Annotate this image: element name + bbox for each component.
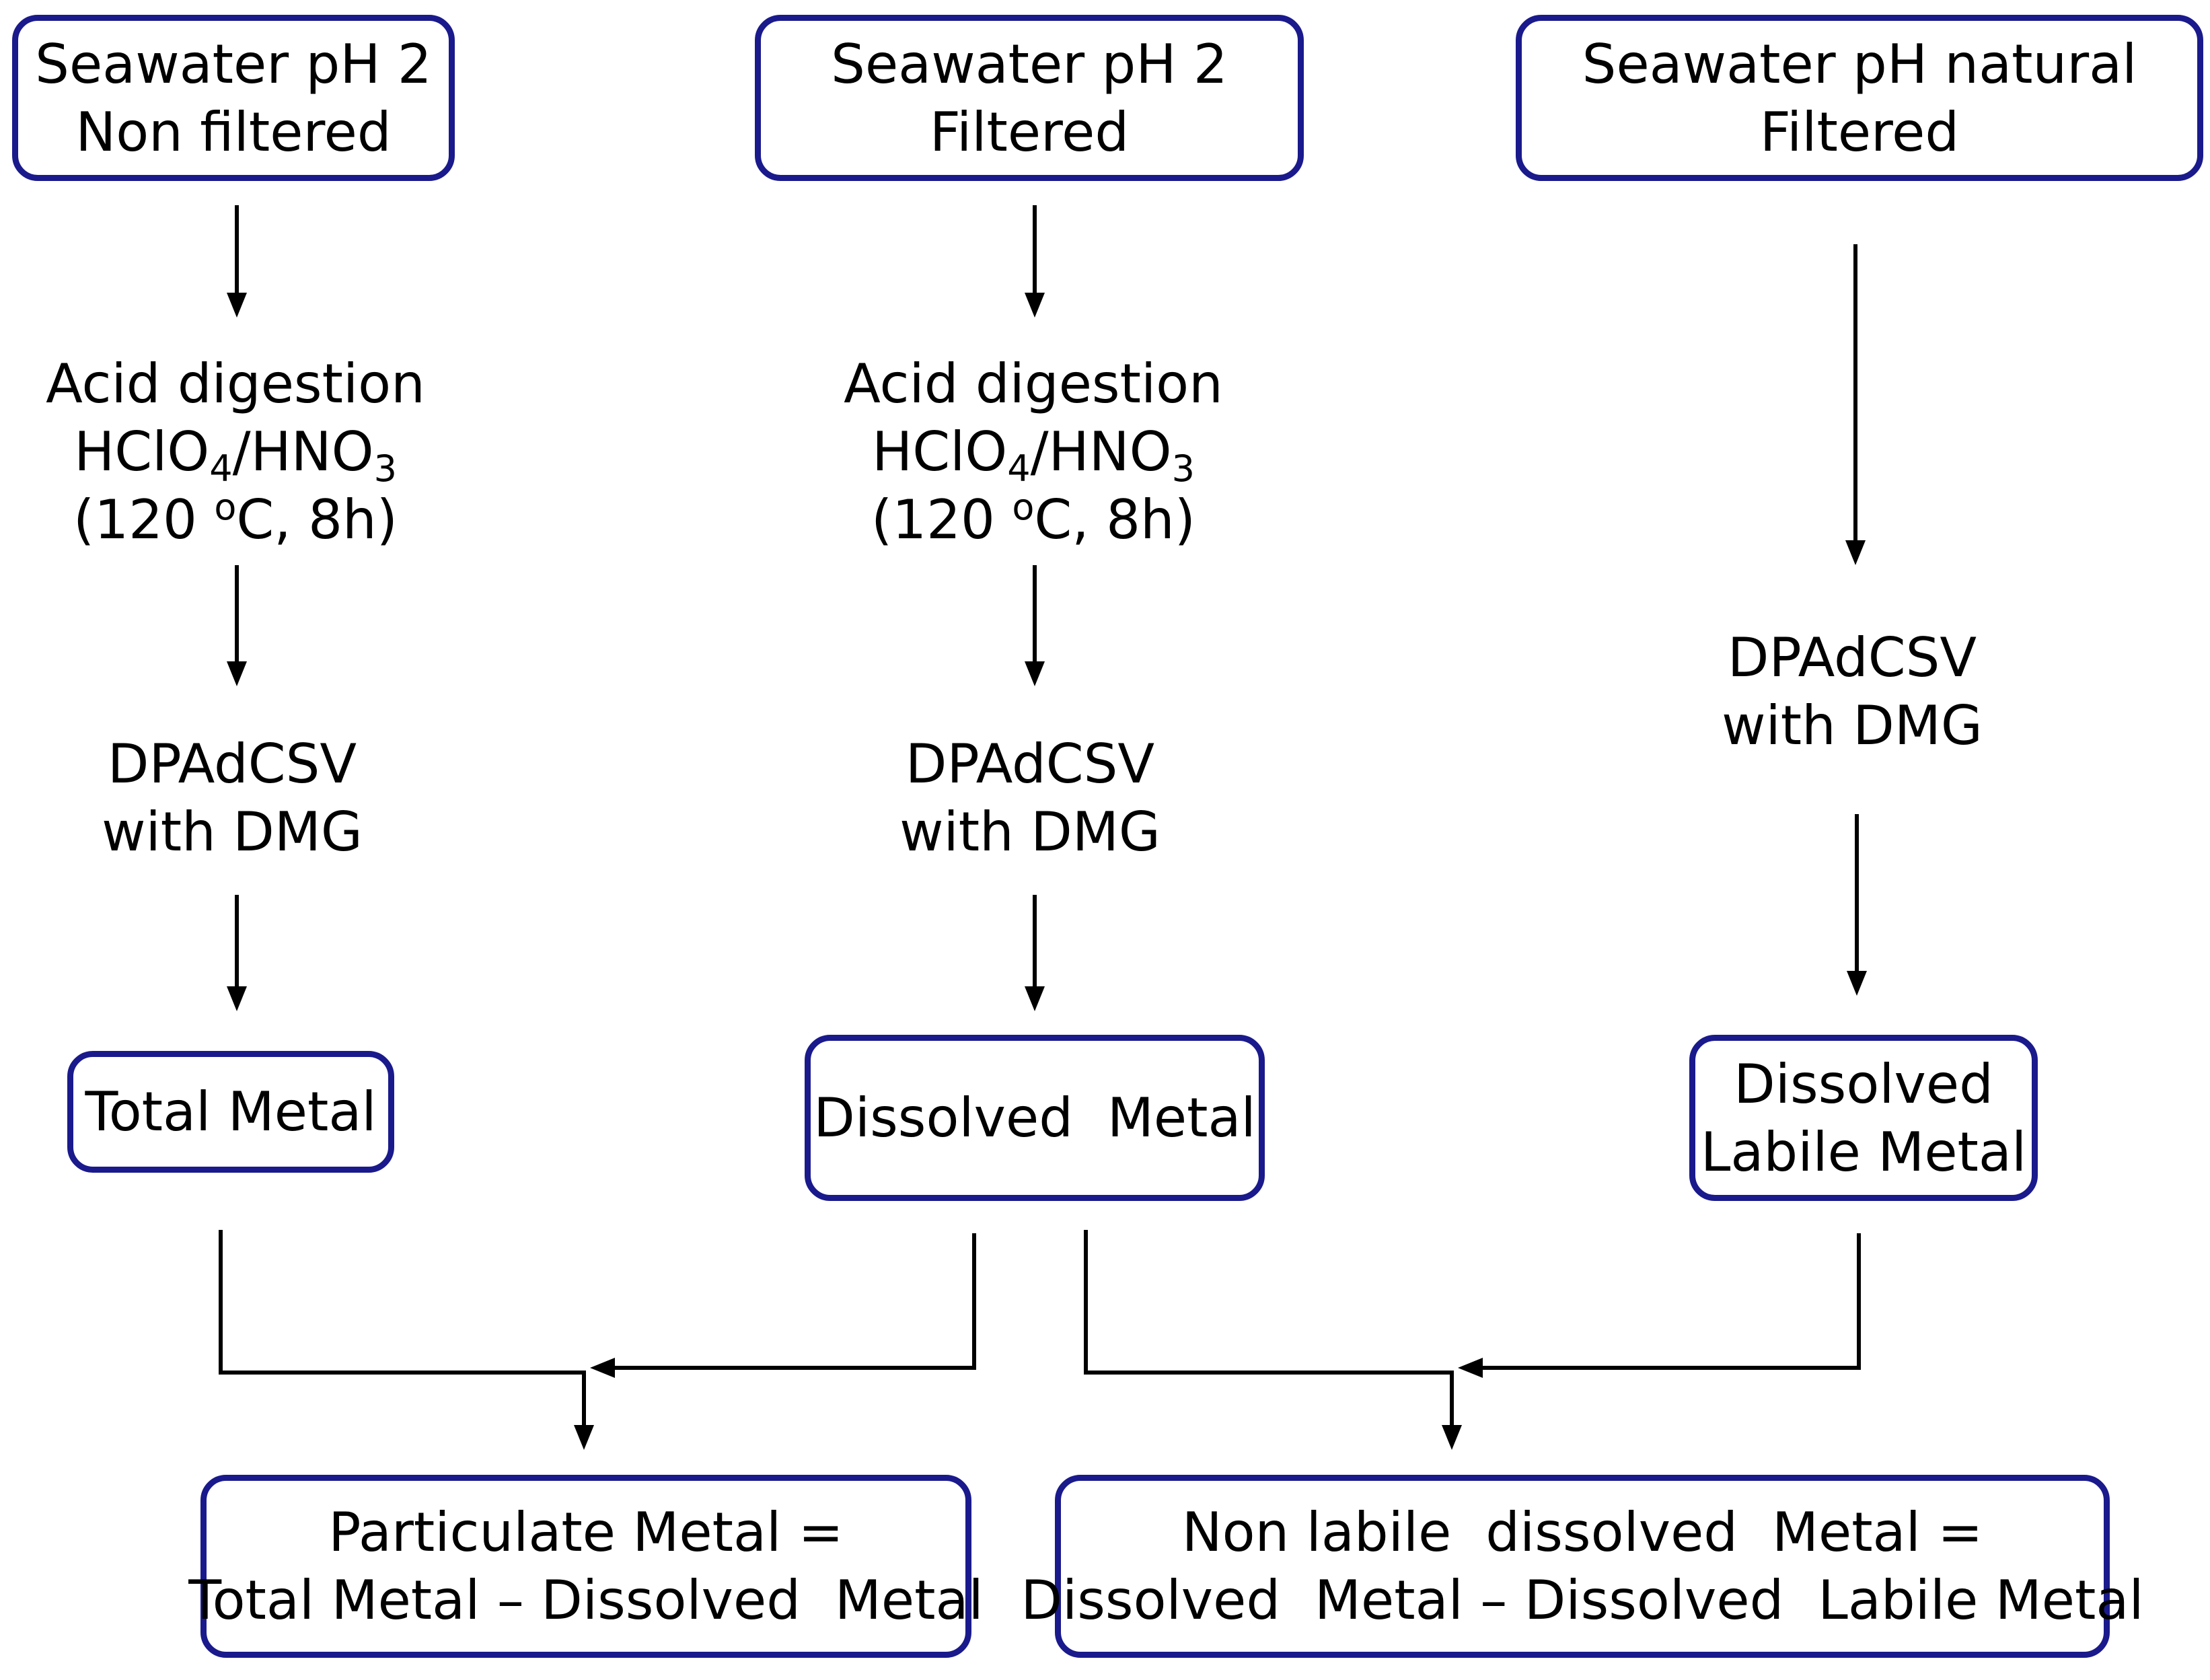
analysis-reagent: with DMG [899, 801, 1161, 863]
acid-digestion-step-col2: Acid digestion HClO4/HNO3 (120 oC, 8h) [825, 350, 1242, 554]
formula-line1: Non labile dissolved Metal = [1181, 1501, 1983, 1564]
result-box-total-metal: Total Metal [67, 1051, 394, 1173]
source-line1: Seawater pH natural [1582, 32, 2137, 96]
bottom-box-non-labile-dissolved-metal: Non labile dissolved Metal = Dissolved M… [1021, 1475, 2144, 1658]
analysis-method: DPAdCSV [1727, 626, 1977, 689]
source-box-ph-natural-filtered: Seawater pH natural Filtered [1516, 15, 2203, 181]
arrowhead-col1-3 [227, 986, 247, 1011]
result-line1: Dissolved [1734, 1052, 1993, 1116]
digestion-reagents: HClO4/HNO3 [872, 421, 1195, 490]
source-line1: Seawater pH 2 [831, 32, 1228, 96]
arrowhead-into-particulate [574, 1425, 594, 1450]
result-line2: Labile Metal [1700, 1120, 2027, 1183]
source-line1: Seawater pH 2 [35, 32, 432, 96]
arrowhead-col1-2 [227, 661, 247, 686]
analysis-reagent: with DMG [102, 801, 363, 863]
result-box-dissolved-labile-metal: Dissolved Labile Metal [1689, 1035, 2038, 1201]
formula-line1: Particulate Metal = [328, 1501, 844, 1564]
connector-labile-to-nonlabile [1480, 1233, 1861, 1370]
connector-dissolved-to-particulate [612, 1233, 976, 1370]
arrowhead-col3-2 [1847, 971, 1867, 996]
arrowhead-col2-2 [1025, 661, 1045, 686]
arrowhead-col3-1 [1845, 540, 1866, 565]
arrowhead-col2-3 [1025, 986, 1045, 1011]
formula-line2: Dissolved Metal – Dissolved Labile Metal [1021, 1569, 2144, 1632]
digestion-title: Acid digestion [844, 353, 1223, 415]
analysis-method: DPAdCSV [107, 733, 357, 795]
source-line2: Non filtered [75, 100, 392, 163]
connector-total-left [219, 1230, 586, 1430]
result-label: Total Metal [85, 1081, 377, 1143]
analysis-step-col3: DPAdCSV with DMG [1650, 624, 2054, 760]
source-line2: Filtered [1759, 100, 1960, 163]
analysis-step-col2: DPAdCSV with DMG [828, 730, 1232, 866]
arrowhead-col2-1 [1025, 293, 1045, 318]
result-label: Dissolved Metal [813, 1087, 1256, 1149]
acid-digestion-step-col1: Acid digestion HClO4/HNO3 (120 oC, 8h) [27, 350, 444, 554]
arrowhead-dissolved-to-particulate [590, 1358, 615, 1378]
analysis-reagent: with DMG [1722, 694, 1983, 757]
digestion-conditions: (120 oC, 8h) [871, 486, 1195, 551]
source-line2: Filtered [929, 100, 1130, 163]
digestion-conditions: (120 oC, 8h) [73, 486, 398, 551]
analysis-method: DPAdCSV [905, 733, 1155, 795]
source-box-ph2-non-filtered: Seawater pH 2 Non filtered [12, 15, 455, 181]
arrowhead-into-nonlabile [1442, 1425, 1462, 1450]
arrowhead-col1-1 [227, 293, 247, 318]
result-box-dissolved-metal: Dissolved Metal [805, 1035, 1265, 1201]
analysis-step-col1: DPAdCSV with DMG [30, 730, 434, 866]
digestion-reagents: HClO4/HNO3 [74, 421, 397, 490]
connector-dissolved-right [1084, 1230, 1454, 1430]
source-box-ph2-filtered: Seawater pH 2 Filtered [755, 15, 1304, 181]
digestion-title: Acid digestion [46, 353, 425, 415]
bottom-box-particulate-metal: Particulate Metal = Total Metal – Dissol… [188, 1475, 984, 1658]
formula-line2: Total Metal – Dissolved Metal [188, 1569, 984, 1632]
arrowhead-labile-to-nonlabile [1458, 1358, 1483, 1378]
